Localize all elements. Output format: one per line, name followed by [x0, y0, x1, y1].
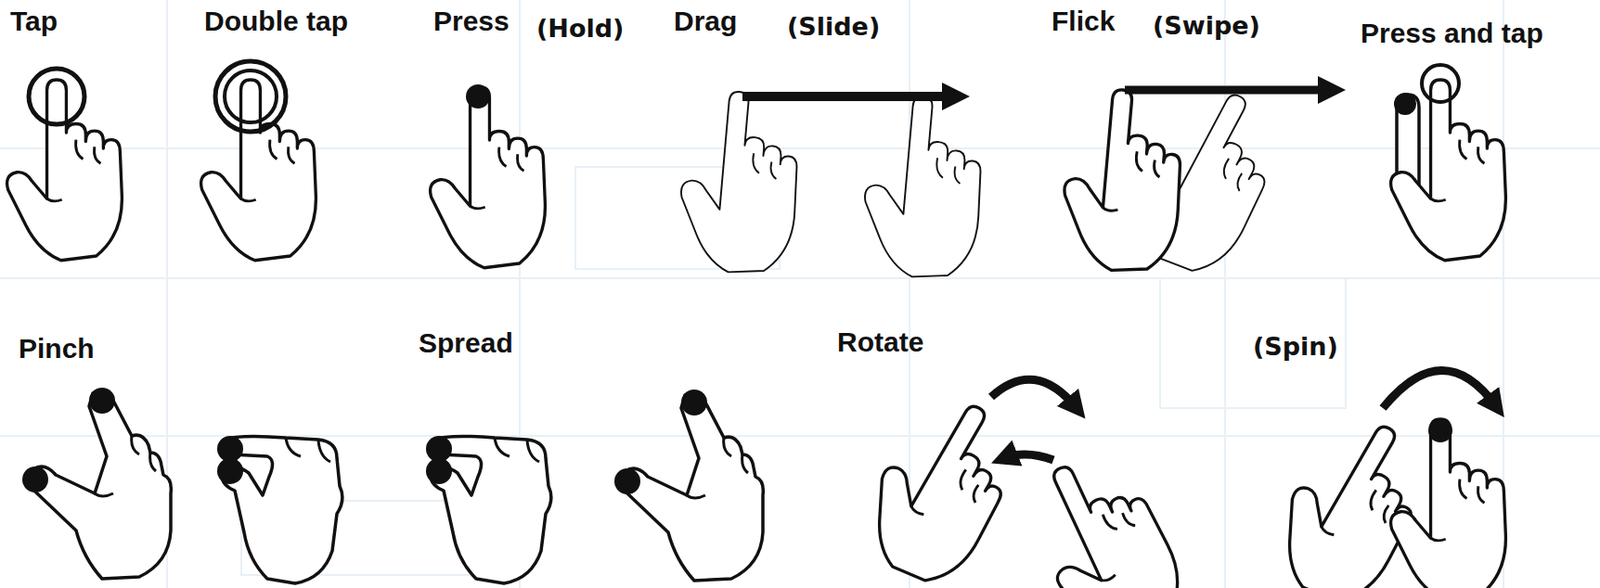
press-and-tap-gesture [1391, 64, 1507, 261]
gesture-label: (Spin) [1252, 332, 1339, 362]
gesture-label: Drag [673, 5, 737, 39]
double-tap-gesture [201, 61, 317, 261]
spin-gesture [1255, 370, 1506, 588]
drag-gesture [674, 87, 989, 283]
rotate-gesture [845, 379, 1196, 588]
gesture-label: Spread [418, 327, 514, 361]
pinch-gesture [22, 387, 343, 584]
press-gesture [430, 84, 546, 269]
gesture-label: (Swipe) [1152, 11, 1261, 40]
gesture-label: Tap [10, 5, 58, 39]
gesture-label: Press [433, 5, 510, 39]
gesture-label: Double tap [204, 5, 349, 39]
spread-gesture [425, 389, 763, 584]
gesture-label: (Slide) [787, 12, 880, 41]
tap-gesture [7, 68, 123, 261]
gesture-label: Press and tap [1360, 17, 1544, 51]
gesture-label: Rotate [837, 326, 924, 360]
gesture-label: Pinch [18, 333, 95, 366]
flick-gesture [1058, 73, 1332, 287]
gesture-label: Flick [1051, 5, 1115, 39]
gesture-label: (Hold) [536, 13, 624, 43]
